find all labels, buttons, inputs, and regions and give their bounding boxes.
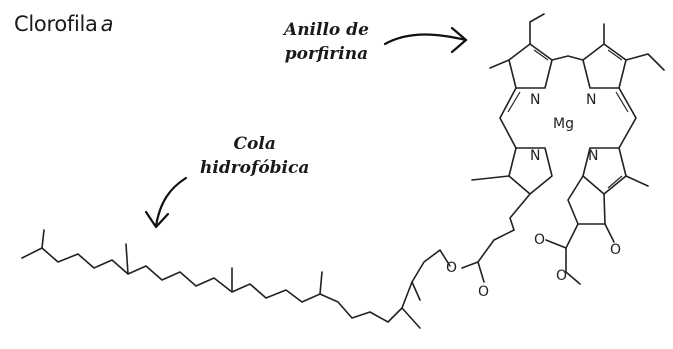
annotation-tail-line2: hidrofóbica	[200, 158, 310, 178]
oxygen-ester-carbonyl: O	[534, 232, 545, 248]
pyrrole-ring-bottom-left	[471, 147, 553, 231]
title-main: Clorofila	[14, 12, 98, 36]
oxygen-propionate-carbonyl: O	[478, 284, 489, 300]
annotation-porphyrin-ring: Anillo de porfirina	[284, 18, 369, 66]
annotation-hydrophobic-tail: Cola hidrofóbica	[200, 132, 309, 180]
nitrogen-top-right: N	[586, 92, 596, 108]
pyrrole-ring-top-left	[489, 13, 553, 89]
magnesium-atom: Mg	[553, 116, 574, 132]
oxygen-ester-tail: O	[446, 260, 457, 276]
annotation-ring-line1: Anillo de	[284, 20, 369, 40]
meso-bridges	[499, 55, 637, 149]
oxygen-ester-methoxy: O	[556, 268, 567, 284]
oxygen-ketone: O	[610, 242, 621, 258]
pyrrole-ring-bottom-right	[582, 147, 649, 195]
nitrogen-bottom-left: N	[530, 148, 540, 164]
propionate-chain	[461, 229, 515, 283]
annotation-ring-line2: porfirina	[284, 44, 369, 64]
phytol-tail	[21, 229, 451, 329]
title-suffix: a	[100, 12, 114, 36]
cyclopentanone-ring	[545, 175, 615, 285]
pyrrole-ring-top-right	[582, 23, 665, 89]
tail-arrow	[144, 176, 188, 229]
nitrogen-top-left: N	[530, 92, 540, 108]
ring-arrow	[383, 26, 468, 54]
annotation-tail-line1: Cola	[233, 134, 276, 154]
nitrogen-bottom-right: N	[588, 148, 598, 164]
